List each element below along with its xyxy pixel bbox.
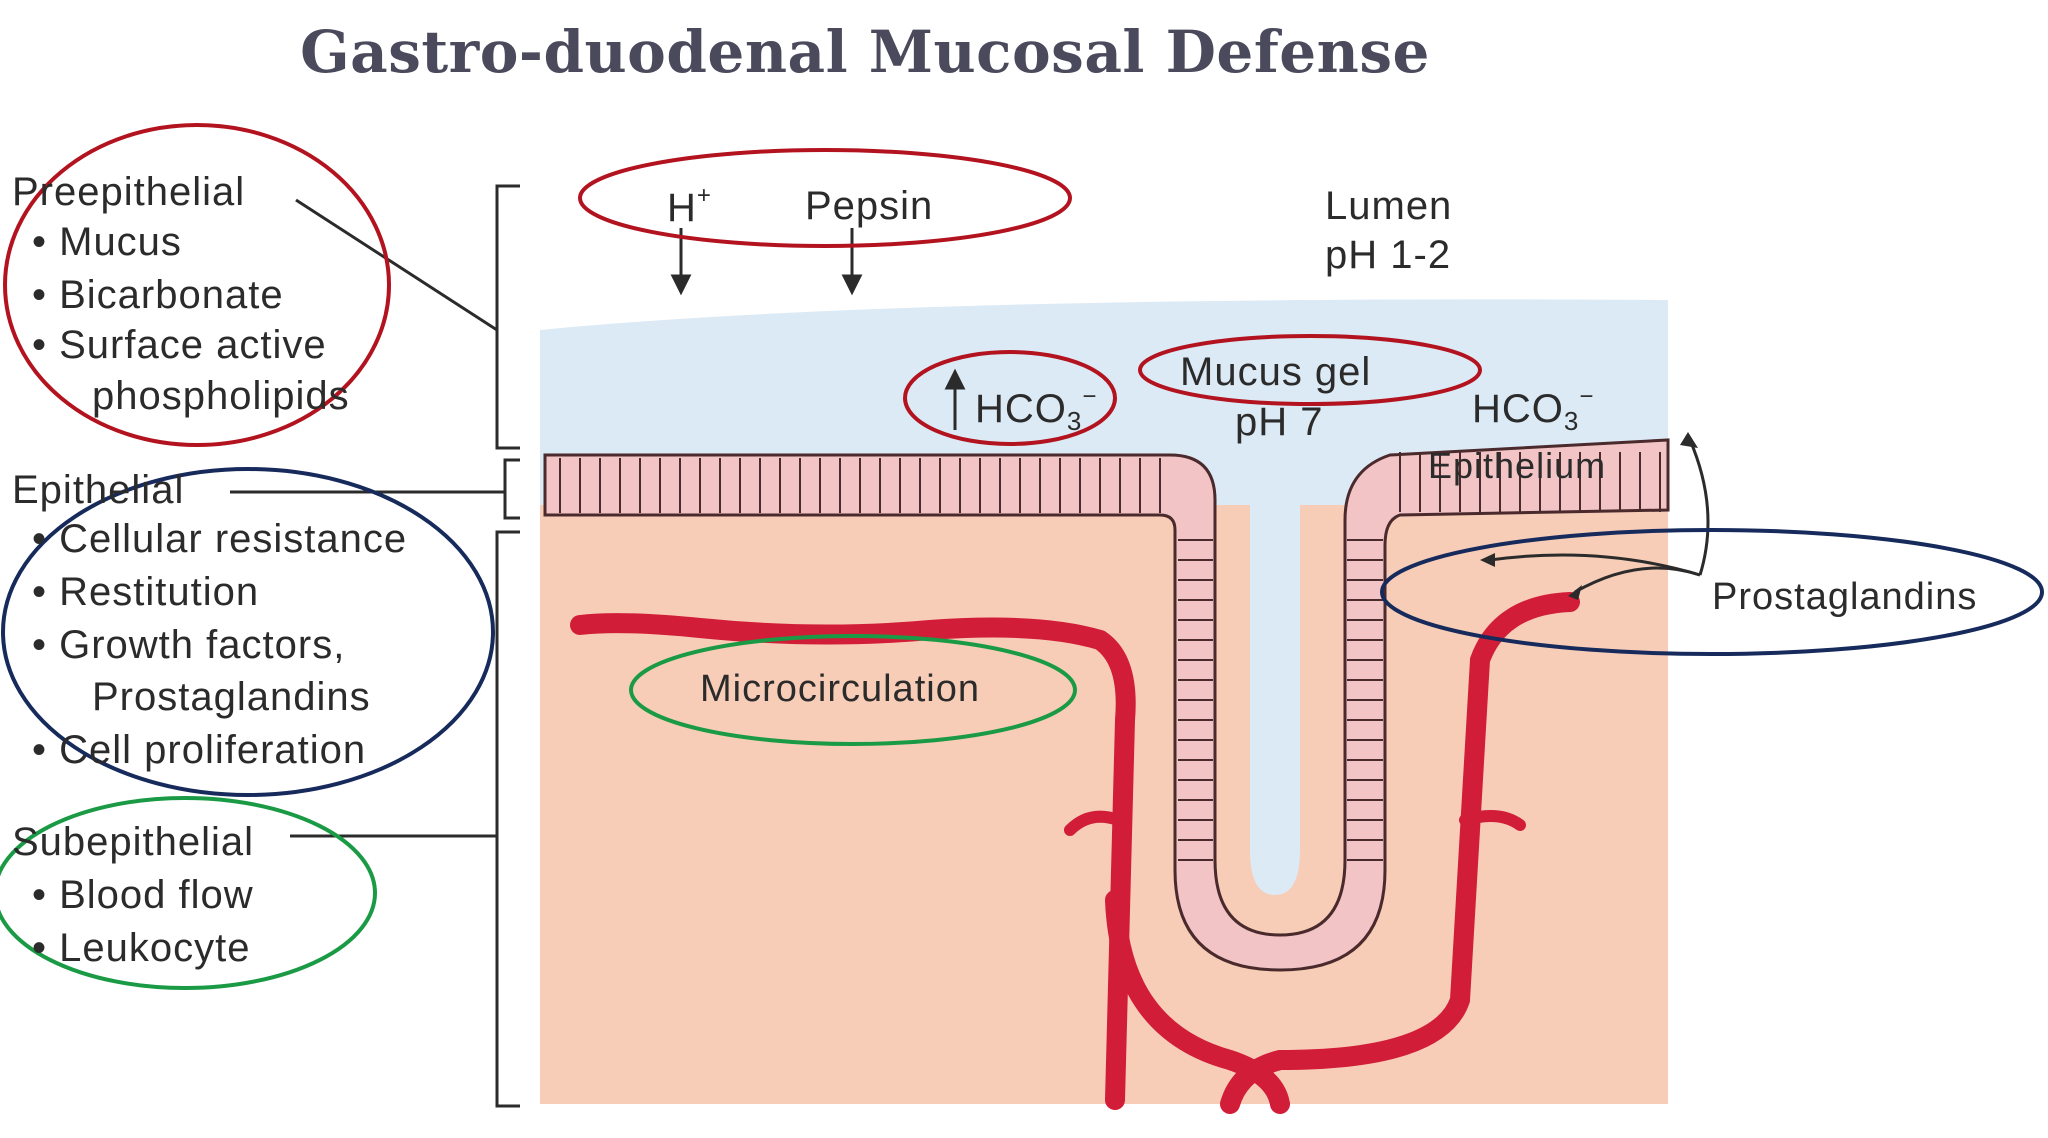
vessel-branch-left <box>1064 810 1124 836</box>
lumen-ph-label: pH 1-2 <box>1325 233 1452 277</box>
epithelial-item-growth-factors: • Growth factors, <box>32 623 346 667</box>
arrowhead-tissue <box>1480 553 1495 567</box>
epithelium-left-segment <box>543 438 1670 972</box>
microvasculature <box>570 592 1580 1114</box>
pg-arrow-to-epithelium <box>1688 439 1710 576</box>
hco3-right-label: HCO3− <box>1472 383 1595 436</box>
preepithelial-item-mucus: • Mucus <box>32 220 182 264</box>
epithelial-heading: Epithelial <box>12 468 185 512</box>
subepithelial-heading: Subepithelial <box>12 820 255 864</box>
hco3-left-text: HCO <box>975 387 1067 431</box>
epithelial-cells <box>559 452 1661 861</box>
circle-microcirculation <box>629 634 1077 746</box>
h-plus-arrowhead <box>670 274 692 296</box>
prostaglandins-label: Prostaglandins <box>1712 576 1978 618</box>
arrowhead-vessel <box>1568 585 1582 600</box>
annotation-circles <box>0 123 2044 990</box>
slide-title: Gastro-duodenal Mucosal Defense <box>300 18 1430 86</box>
h-plus-label: H+ <box>667 182 712 230</box>
epithelium-label: Epithelium <box>1428 445 1607 486</box>
hco3-left-superscript: − <box>1082 383 1098 410</box>
circle-preepithelial <box>3 123 391 447</box>
preepithelial-item-phospholipids: phospholipids <box>92 374 350 418</box>
tissue-layer <box>540 505 1668 1104</box>
vessel-right-branch <box>1459 810 1526 831</box>
circle-prostaglandins <box>1380 528 2044 656</box>
subepithelial-item-leukocyte: • Leukocyte <box>32 926 251 970</box>
prostaglandin-arrows <box>1489 439 1710 594</box>
hco3-right-superscript: − <box>1579 383 1595 410</box>
circle-epithelial <box>1 467 495 797</box>
bracket-preepithelial <box>495 184 520 450</box>
hco3-right-text: HCO <box>1472 387 1564 431</box>
bracket-subepithelial <box>495 530 520 1108</box>
epithelial-item-prostaglandins: Prostaglandins <box>92 675 371 719</box>
circle-subepithelial <box>0 796 377 990</box>
pepsin-arrowhead <box>841 274 863 296</box>
prostaglandin-arrowheads <box>1480 432 1698 600</box>
arrowhead-epithelium <box>1680 432 1698 448</box>
epithelial-item-restitution: • Restitution <box>32 570 260 614</box>
preepithelial-heading: Preepithelial <box>12 170 246 214</box>
circle-acid-pepsin <box>578 148 1072 248</box>
circle-hco3 <box>903 350 1117 446</box>
hco3-left-subscript: 3 <box>1066 406 1083 436</box>
bracket-epithelial <box>503 458 520 520</box>
subepithelial-item-blood-flow: • Blood flow <box>32 873 254 917</box>
hco3-up-arrowhead <box>944 368 966 390</box>
h-plus-text: H <box>667 186 697 230</box>
connector-preepithelial <box>295 198 498 332</box>
pepsin-label: Pepsin <box>805 184 934 228</box>
epithelial-item-cellular-resistance: • Cellular resistance <box>32 517 408 561</box>
preepithelial-item-bicarbonate: • Bicarbonate <box>32 273 284 317</box>
circle-mucus-gel <box>1138 334 1482 406</box>
lumen-label: Lumen <box>1325 184 1453 228</box>
hco3-right-subscript: 3 <box>1563 406 1580 436</box>
microcirculation-label: Microcirculation <box>700 668 980 710</box>
h-plus-superscript: + <box>696 182 712 209</box>
pg-arrow-to-vessel <box>1574 566 1701 594</box>
vessel-horizontal <box>570 613 1136 1110</box>
hco3-left-label: HCO3− <box>975 383 1098 436</box>
acid-arrows <box>670 228 966 430</box>
mucus-ph-label: pH 7 <box>1235 400 1324 444</box>
epithelial-item-cell-proliferation: • Cell proliferation <box>32 728 367 772</box>
layer-brackets <box>230 184 520 1108</box>
mucus-gel-label: Mucus gel <box>1180 350 1372 394</box>
vessel-left-lower <box>1105 890 1290 1114</box>
preepithelial-item-surface-active: • Surface active <box>32 323 327 367</box>
epithelium-band <box>543 438 1670 972</box>
crypt-lumen <box>1250 470 1300 895</box>
